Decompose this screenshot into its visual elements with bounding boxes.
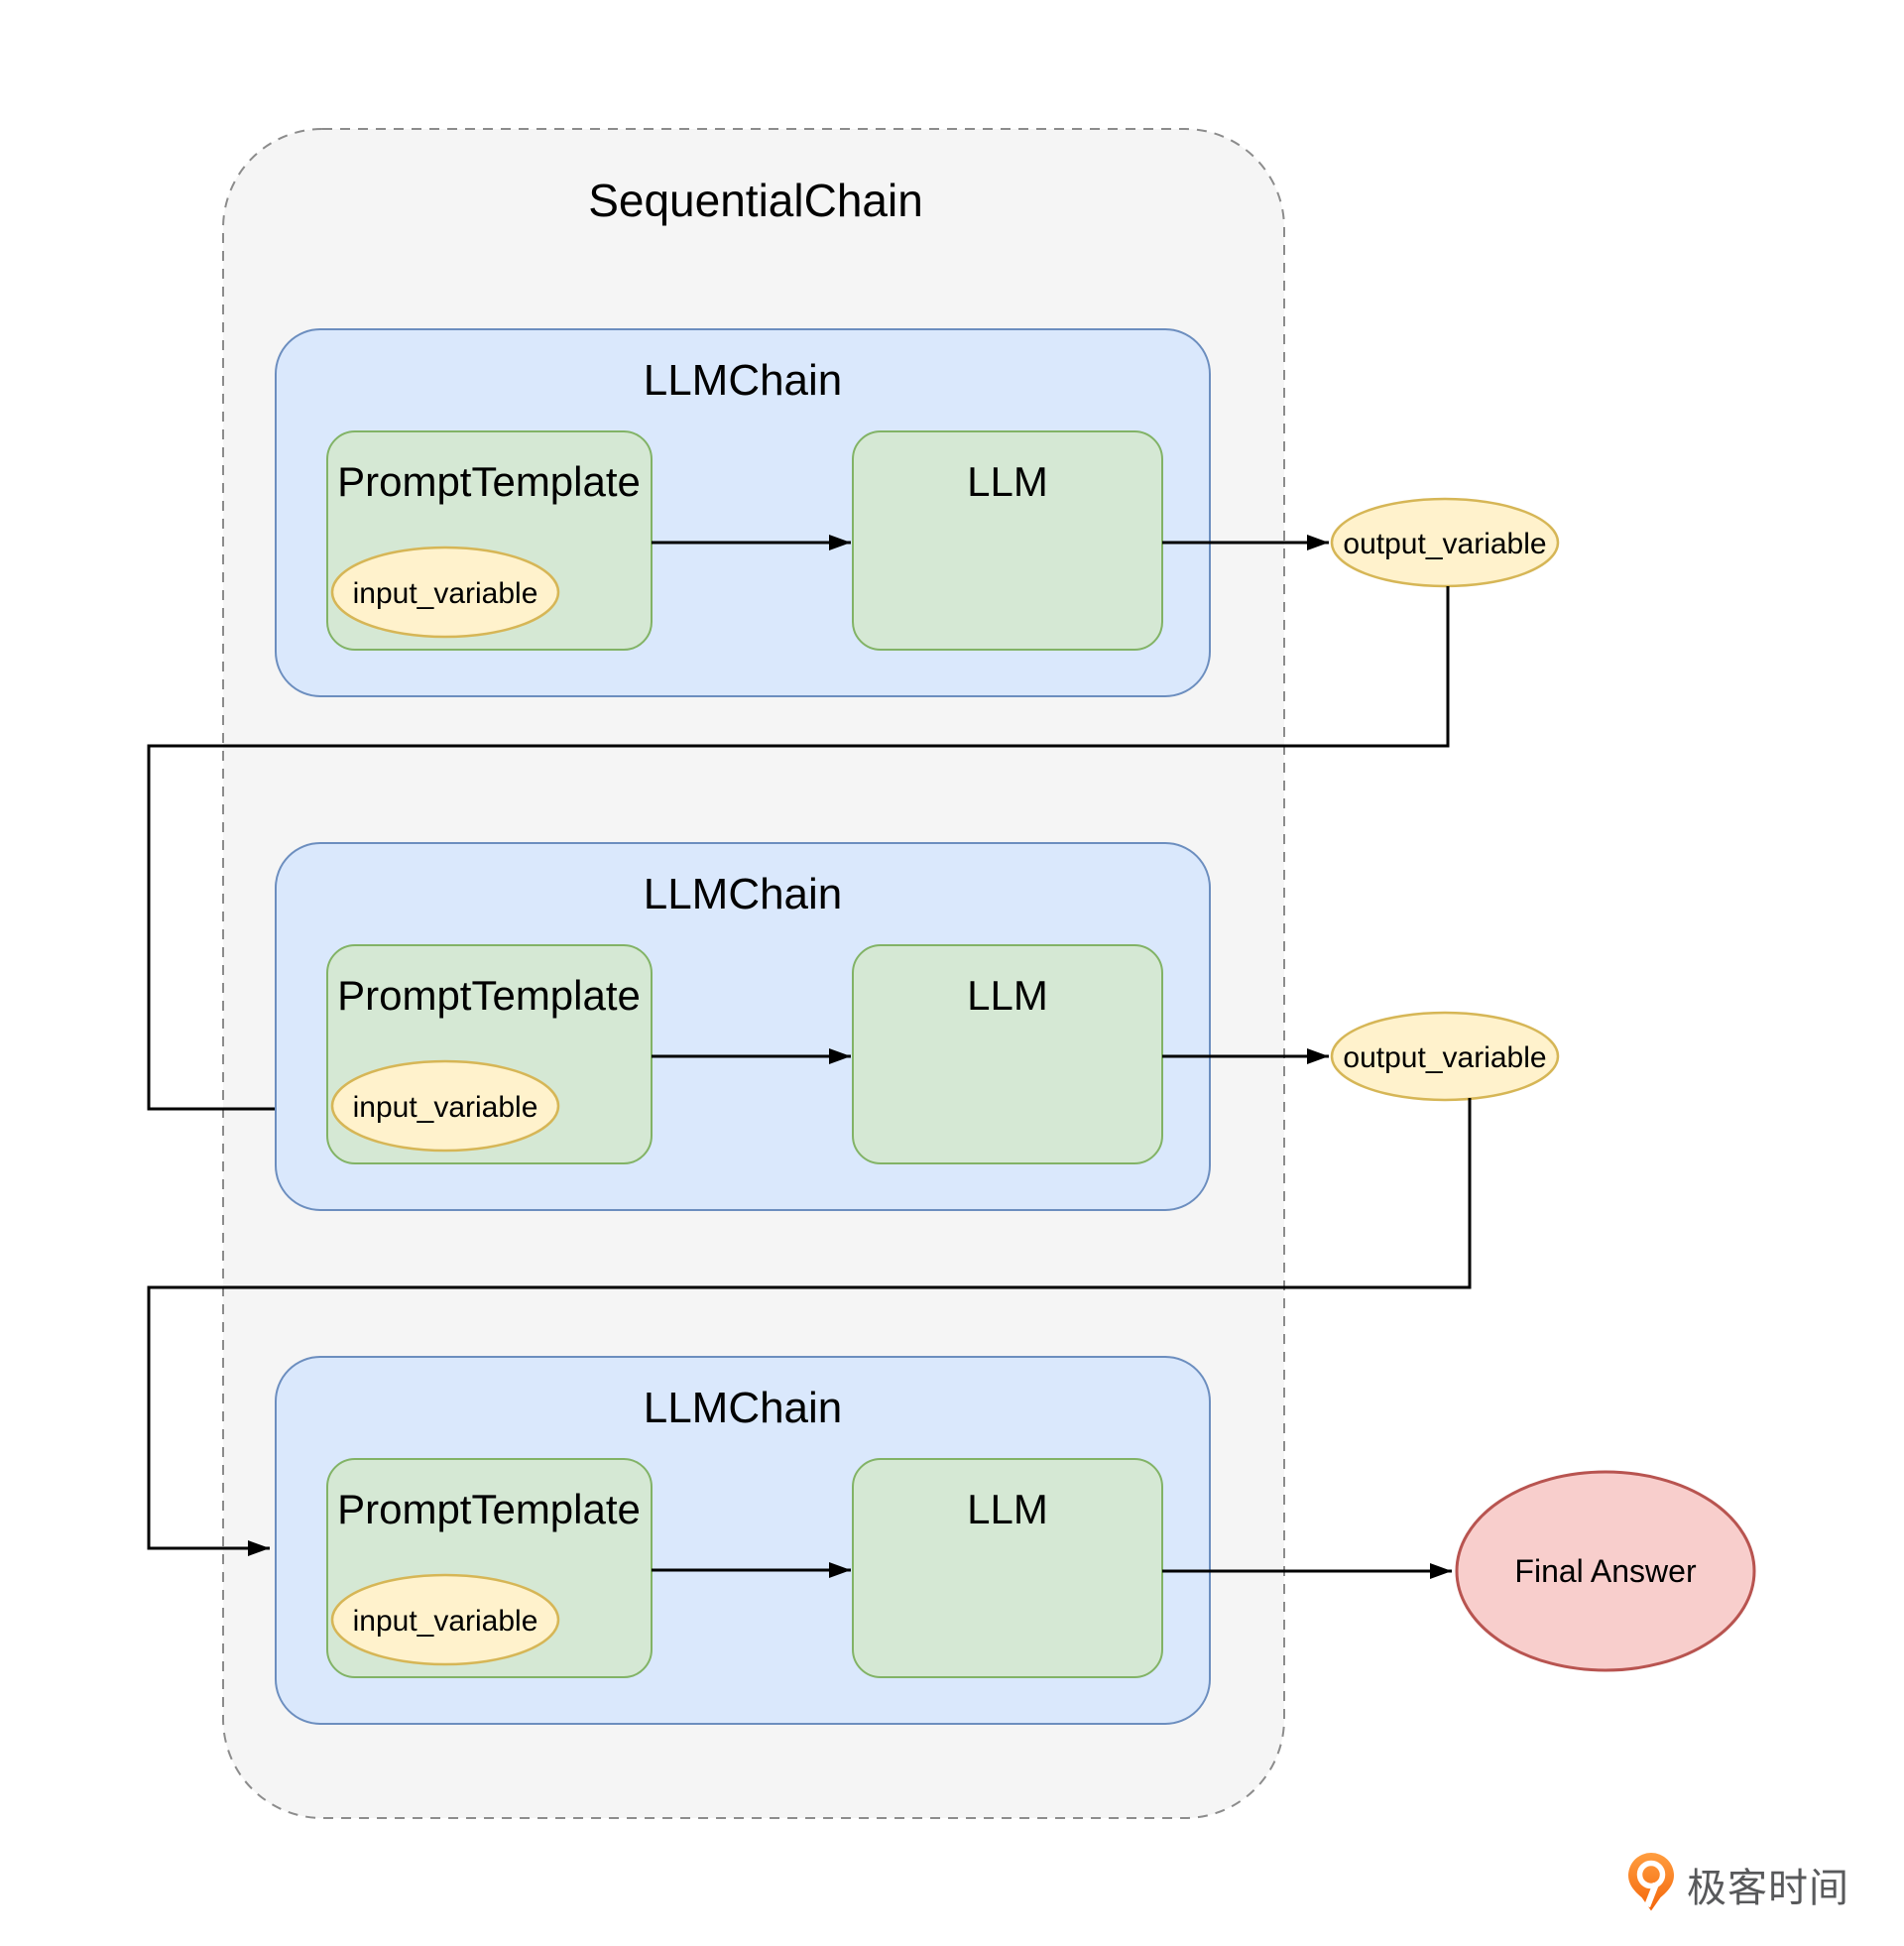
- input-variable-3-ellipse: [330, 1573, 560, 1666]
- input-variable-1-ellipse: [330, 546, 560, 639]
- connector-output1-to-input2: [147, 586, 1450, 1117]
- llm-3-label: LLM: [967, 1486, 1048, 1532]
- llm-3-box: [852, 1458, 1163, 1678]
- geektime-q-tail: [1643, 1882, 1660, 1908]
- prompt-template-2-label: PromptTemplate: [337, 972, 641, 1019]
- brand-name: 极客时间: [1687, 1867, 1849, 1910]
- prompt-template-3-label: PromptTemplate: [337, 1486, 641, 1532]
- llm-2-label: LLM: [967, 972, 1048, 1019]
- llmchain-block-1: LLMChain PromptTemplate LLM input_variab…: [275, 328, 1211, 697]
- connector-output2-to-chain3: [147, 1098, 1472, 1556]
- input-variable-1-label: input_variable: [353, 577, 538, 610]
- llm-2-box: [852, 944, 1163, 1164]
- output-variable-2: output_variable: [1162, 1011, 1560, 1102]
- final-answer-label: Final Answer: [1514, 1553, 1697, 1589]
- output-variable-2-ellipse: [1330, 1011, 1560, 1102]
- final-answer-ellipse: [1455, 1470, 1756, 1672]
- llmchain-1-label: LLMChain: [644, 356, 843, 405]
- input-variable-2-label: input_variable: [353, 1091, 538, 1124]
- llmchain-block-2: LLMChain PromptTemplate LLM input_variab…: [275, 842, 1211, 1211]
- llmchain-3-label: LLMChain: [644, 1384, 843, 1432]
- input-variable-2-ellipse: [330, 1059, 560, 1153]
- sequential-chain-title: SequentialChain: [588, 175, 923, 226]
- input-variable-3-label: input_variable: [353, 1605, 538, 1638]
- final-answer: Final Answer: [1162, 1470, 1756, 1672]
- geektime-q-ring: [1636, 1860, 1666, 1889]
- llmchain-2-label: LLMChain: [644, 870, 843, 918]
- brand-logo: 极客时间: [1628, 1853, 1849, 1911]
- output-variable-2-label: output_variable: [1343, 1041, 1546, 1074]
- prompt-template-1-label: PromptTemplate: [337, 458, 641, 505]
- llmchain-block-3: LLMChain PromptTemplate LLM input_variab…: [275, 1356, 1211, 1725]
- output-variable-1-ellipse: [1330, 497, 1560, 588]
- llm-1-label: LLM: [967, 458, 1048, 505]
- llm-1-box: [852, 430, 1163, 651]
- output-variable-1-label: output_variable: [1343, 528, 1546, 560]
- output-variable-1: output_variable: [1162, 497, 1560, 588]
